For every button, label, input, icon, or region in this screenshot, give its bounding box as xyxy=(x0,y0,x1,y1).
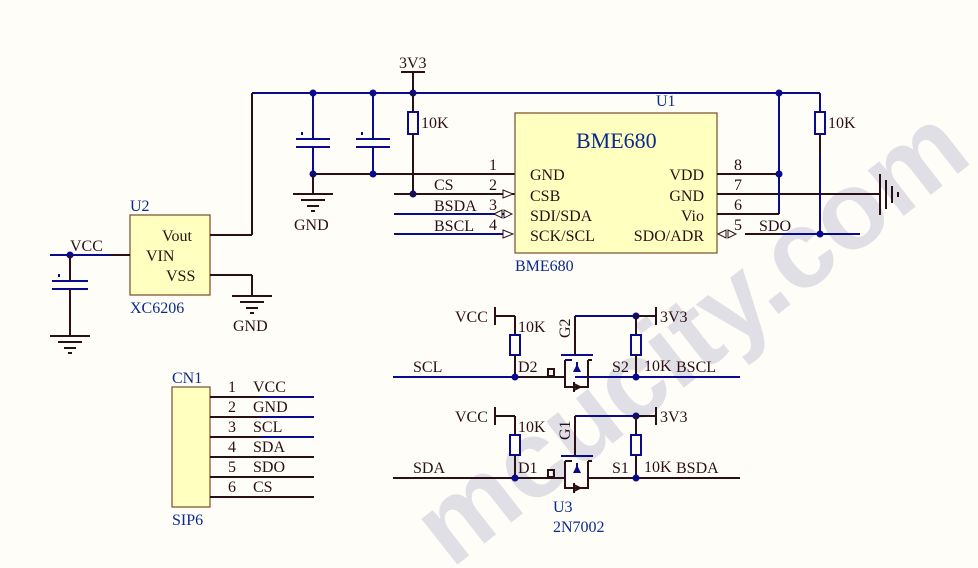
input-arrow-icon xyxy=(502,189,515,199)
ref-u1: U1 xyxy=(656,93,676,110)
pin-name: VCC xyxy=(253,379,286,396)
pin-number: 5 xyxy=(734,217,742,234)
pin-drain: D1 xyxy=(518,460,538,477)
ref-u3: U3 xyxy=(553,499,573,516)
net-label-vcc: VCC xyxy=(70,238,103,255)
ground-symbol xyxy=(50,335,90,354)
pin-name: Vout xyxy=(162,228,192,245)
pin-name: SDO xyxy=(253,459,285,476)
junction xyxy=(775,170,783,178)
pin-source: S1 xyxy=(612,460,629,477)
resistor-cs-pullup xyxy=(407,111,419,135)
u3-part: 2N7002 xyxy=(553,519,605,536)
bidir-arrow-icon xyxy=(492,209,503,219)
bidir-arrow-icon xyxy=(727,229,738,239)
pin-number: 5 xyxy=(228,459,236,476)
resistor-value: 10K xyxy=(421,115,449,132)
ground-symbol xyxy=(232,295,272,314)
net-label-gnd: GND xyxy=(233,318,268,335)
net-label-vcc: VCC xyxy=(455,309,488,326)
resistor-value: 10K xyxy=(518,319,546,336)
pin-name: SCK/SCL xyxy=(530,228,595,245)
resistor-sdo-pullup xyxy=(814,111,826,135)
pin-name: VSS xyxy=(166,268,195,285)
bidir-arrow-icon xyxy=(503,209,514,219)
net-label-bsda: BSDA xyxy=(434,198,477,215)
pin-gate: G2 xyxy=(557,318,574,338)
pin-source: S2 xyxy=(612,359,629,376)
rail-3v3 xyxy=(251,71,820,235)
ic-u2-body xyxy=(129,214,211,296)
pin-name: GND xyxy=(530,167,565,184)
net-label-bscl: BSCL xyxy=(434,218,474,235)
resistor-value: 10K xyxy=(518,419,546,436)
pin-number: 3 xyxy=(228,419,236,436)
capacitor-1 xyxy=(296,93,330,174)
pin-name: CS xyxy=(253,479,273,496)
pin-name: GND xyxy=(669,188,704,205)
pin-name: GND xyxy=(253,399,288,416)
earth-ground-icon xyxy=(879,174,899,215)
input-arrow-icon xyxy=(502,229,515,239)
connector-cn1-part: SIP6 xyxy=(172,512,203,529)
pin-number: 2 xyxy=(489,177,497,194)
pin-name: Vio xyxy=(681,208,704,225)
ic-u1-title: BME680 xyxy=(576,128,657,153)
net-label-3v3: 3V3 xyxy=(660,409,688,426)
bidir-arrow-icon xyxy=(716,229,727,239)
net-label-cs: CS xyxy=(434,177,454,194)
pin-number: 1 xyxy=(228,379,236,396)
pin-number: 6 xyxy=(734,197,742,214)
level-shifter-scl xyxy=(393,307,740,392)
pin-number: 7 xyxy=(734,177,742,194)
pin-gate: G1 xyxy=(557,420,574,440)
ground-symbol xyxy=(293,193,333,212)
ic-u2-part: XC6206 xyxy=(130,300,184,317)
capacitor-input xyxy=(52,255,88,336)
net-label-3v3: 3V3 xyxy=(660,309,688,326)
ref-u2: U2 xyxy=(130,198,150,215)
net-label-gnd-top: GND xyxy=(294,217,329,234)
pin-name: SDA xyxy=(253,439,285,456)
net-label-sdo: SDO xyxy=(759,218,791,235)
pin-number: 4 xyxy=(228,439,236,456)
pin-name: SDO/ADR xyxy=(634,228,705,245)
pin-number: 8 xyxy=(734,157,742,174)
capacitor-2 xyxy=(356,93,390,174)
pin-number: 4 xyxy=(489,217,497,234)
ref-cn1: CN1 xyxy=(172,370,202,387)
ic-u1-part: BME680 xyxy=(515,258,574,275)
pin-number: 6 xyxy=(228,479,236,496)
net-label-3v3-top: 3V3 xyxy=(399,55,427,72)
net-label-bsda: BSDA xyxy=(676,460,719,477)
connector-cn1-body xyxy=(171,386,211,508)
level-shifter-sda xyxy=(393,407,740,493)
pin-name: VDD xyxy=(669,167,704,184)
pin-name: VIN xyxy=(146,248,175,265)
net-label-vcc: VCC xyxy=(455,409,488,426)
pin-drain: D2 xyxy=(518,359,538,376)
connector-pins xyxy=(210,396,314,498)
pin-name: CSB xyxy=(530,188,560,205)
pin-number: 2 xyxy=(228,399,236,416)
pin-name: SCL xyxy=(253,419,282,436)
ic-u1-body xyxy=(514,112,718,254)
resistor-value: 10K xyxy=(828,115,856,132)
junction xyxy=(369,170,377,178)
pin-number: 1 xyxy=(489,157,497,174)
resistor-value: 10K xyxy=(644,358,672,375)
resistor-value: 10K xyxy=(644,459,672,476)
net-label-bscl: BSCL xyxy=(676,359,716,376)
pin-number: 3 xyxy=(489,197,497,214)
net-label-scl: SCL xyxy=(413,359,442,376)
junction xyxy=(816,230,824,238)
pin-name: SDI/SDA xyxy=(530,208,593,225)
net-label-sda: SDA xyxy=(413,460,445,477)
